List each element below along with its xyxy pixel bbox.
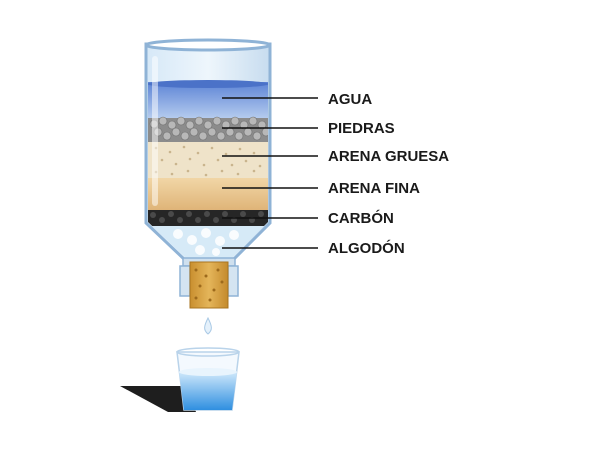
drinking-glass <box>120 347 240 412</box>
bottle-neck <box>179 257 239 309</box>
bottle-highlight <box>152 56 158 206</box>
bottle <box>144 38 272 262</box>
layer-labels: AGUA PIEDRAS ARENA GRUESA ARENA FINA CAR… <box>328 91 449 257</box>
label-piedras: PIEDRAS <box>328 120 395 137</box>
water-drop <box>204 316 212 335</box>
glass-water-surface <box>179 368 237 376</box>
leader-lines <box>222 97 318 249</box>
label-agua: AGUA <box>328 91 372 108</box>
stones <box>149 116 268 141</box>
cotton-tufts <box>173 228 239 256</box>
label-algodon: ALGODÓN <box>328 239 405 257</box>
bottle-rim <box>144 38 272 52</box>
neck-right-lip <box>227 265 239 297</box>
glass-water <box>179 372 237 410</box>
cork-texture <box>194 268 224 302</box>
glass-rim <box>176 347 240 357</box>
charcoal-pieces <box>150 211 264 223</box>
label-arena-fina: ARENA FINA <box>328 180 420 197</box>
label-carbon: CARBÓN <box>328 209 394 227</box>
layer-arena-gruesa <box>148 142 268 178</box>
glass-shadow <box>120 386 196 412</box>
coarse-sand-dots <box>154 145 262 177</box>
agua-surface <box>148 80 268 88</box>
neck-left-lip <box>179 265 191 297</box>
layer-arena-fina <box>148 178 268 210</box>
label-arena-gruesa: ARENA GRUESA <box>328 148 449 165</box>
